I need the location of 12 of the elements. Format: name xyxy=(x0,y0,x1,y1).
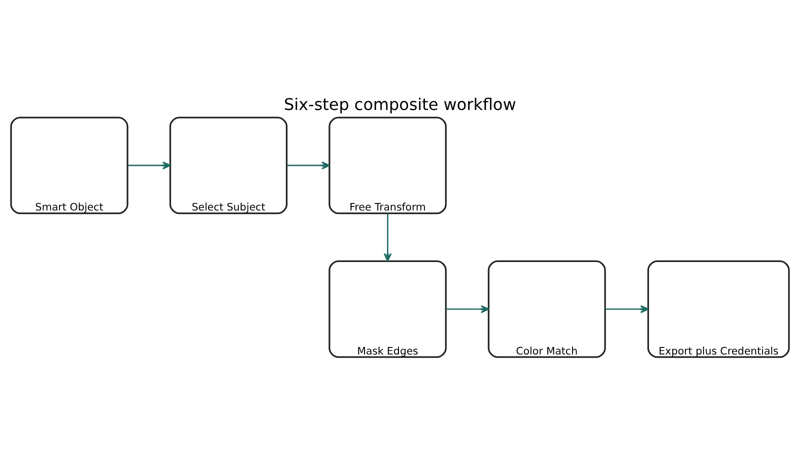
node-box: Color Match xyxy=(488,260,606,358)
arrow xyxy=(446,304,490,313)
arrow xyxy=(286,160,330,169)
arrow xyxy=(384,213,392,262)
node-box: Smart Object xyxy=(10,116,128,214)
arrow xyxy=(605,304,649,313)
arrow xyxy=(128,160,171,169)
node-box: Export plus Credentials xyxy=(647,260,790,358)
node-box: Select Subject xyxy=(169,116,288,214)
diagram-title: Six-step composite workflow xyxy=(284,94,516,114)
node-box: Mask Edges xyxy=(328,260,447,358)
node-box: Free Transform xyxy=(328,116,447,214)
